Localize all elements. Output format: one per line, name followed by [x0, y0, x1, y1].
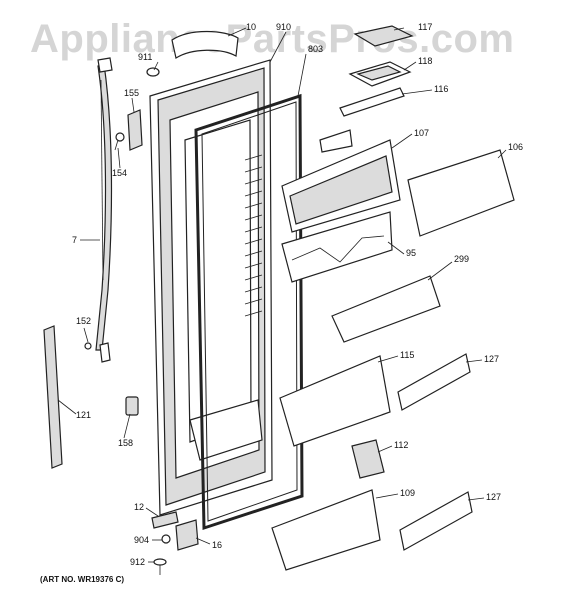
callout-109: 109	[400, 488, 415, 498]
callout-118: 118	[418, 56, 432, 66]
door-bin-109	[271, 489, 381, 571]
callout-904: 904	[134, 535, 149, 545]
callout-7: 7	[72, 235, 77, 245]
door-shelf-299	[331, 275, 441, 343]
callout-112: 112	[394, 440, 408, 450]
callout-152: 152	[76, 316, 91, 326]
callout-12: 12	[134, 502, 144, 512]
door-hinge-bracket	[127, 109, 143, 151]
art-number: (ART NO. WR19376 C)	[40, 575, 124, 584]
door-gasket	[194, 93, 304, 531]
door-bin-115	[279, 355, 391, 447]
shelf-rail	[339, 87, 405, 117]
cap-plug	[146, 67, 160, 77]
callout-116: 116	[434, 84, 448, 94]
trim-screw	[84, 342, 92, 350]
callout-127-upper: 127	[484, 354, 499, 364]
door-handle	[95, 57, 113, 363]
door-outer-panel	[149, 59, 273, 516]
trim-strip	[43, 325, 63, 469]
callout-95: 95	[406, 248, 416, 258]
hinge-cover-16	[175, 519, 199, 551]
callout-10: 10	[246, 22, 256, 32]
callout-16: 16	[212, 540, 222, 550]
dispenser-cover	[353, 25, 414, 47]
bracket-12	[151, 511, 179, 529]
screw-904	[161, 534, 171, 544]
shelf-clip	[351, 439, 385, 479]
watermark-text: AppliancePartsPros.com	[30, 17, 515, 61]
hinge-screw	[114, 132, 125, 151]
callout-803: 803	[308, 44, 323, 54]
callout-911: 911	[138, 52, 152, 62]
callout-127-lower: 127	[486, 492, 501, 502]
callout-106: 106	[508, 142, 523, 152]
callout-910: 910	[276, 22, 291, 32]
bin-front-127-upper	[397, 353, 471, 411]
door-stop-block	[125, 396, 139, 416]
bin-front-127-lower	[399, 491, 473, 551]
callout-155: 155	[124, 88, 139, 98]
leader-lines	[57, 27, 507, 563]
bin-cover	[407, 149, 515, 237]
callout-912: 912	[130, 557, 145, 567]
callout-299: 299	[454, 254, 469, 264]
callout-107: 107	[414, 128, 429, 138]
callout-121: 121	[76, 410, 91, 420]
callout-158: 158	[118, 438, 133, 448]
door-shelf-grooves	[244, 154, 263, 317]
wire-rack	[281, 211, 393, 283]
shelf-rail-small	[319, 129, 353, 153]
callout-115: 115	[400, 350, 414, 360]
door-top-cap	[171, 30, 239, 59]
door-bin-top-front	[289, 155, 393, 225]
callout-154: 154	[112, 168, 127, 178]
dispenser-frame-inner	[356, 65, 402, 81]
callout-labels: 10 910 117 911 803 118 116 155 107 106 1…	[72, 22, 523, 567]
callout-117: 117	[418, 22, 432, 32]
hinge-pin-912	[153, 558, 167, 575]
